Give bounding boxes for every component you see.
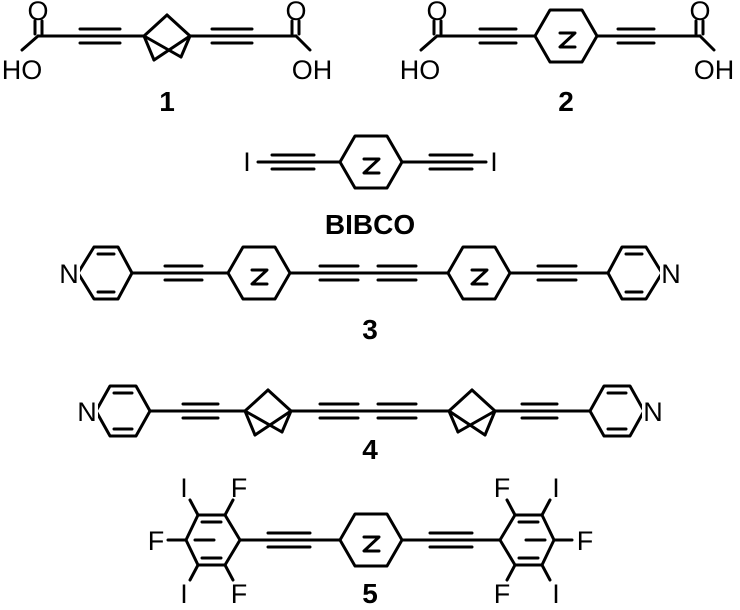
fluorine-atom-label: F xyxy=(494,579,511,609)
compound-bibco: I I BIBCO xyxy=(243,134,498,240)
compound-label: 4 xyxy=(362,434,378,465)
compound-1: O HO O OH 1 xyxy=(2,0,333,117)
compound-label: 1 xyxy=(159,86,175,117)
fluorine-atom-label: F xyxy=(494,473,511,503)
iodine-atom-label: I xyxy=(552,473,560,503)
compound-2: O HO O OH 2 xyxy=(400,0,735,117)
compound-3-bonds xyxy=(76,245,664,301)
nitrogen-atom-label: N xyxy=(59,259,79,289)
compound-2-bonds xyxy=(419,8,716,64)
oxygen-atom-label: O xyxy=(689,0,710,26)
compound-5-bonds xyxy=(166,498,574,582)
compound-4: N N 4 xyxy=(76,384,664,465)
iodine-atom-label: I xyxy=(552,579,560,609)
label-background xyxy=(76,397,98,425)
oxygen-atom-label: O xyxy=(27,0,48,26)
compound-label: 2 xyxy=(558,86,574,117)
iodine-atom-label: I xyxy=(180,473,188,503)
oxygen-atom-label: O xyxy=(285,0,306,26)
compound-label: BIBCO xyxy=(325,209,415,240)
compound-bibco-bonds xyxy=(256,134,488,190)
fluorine-atom-label: F xyxy=(231,579,248,609)
compound-5: I F F I F F I F F I 5 xyxy=(148,473,594,609)
label-background xyxy=(642,397,664,425)
fluorine-atom-label: F xyxy=(577,526,594,556)
compound-1-bonds xyxy=(20,13,312,62)
hydroxyl-label: HO xyxy=(2,55,43,85)
compound-3: N N 3 xyxy=(58,245,682,345)
hydroxyl-label: HO xyxy=(400,55,441,85)
fluorine-atom-label: F xyxy=(231,473,248,503)
hydroxyl-label: OH xyxy=(292,55,333,85)
iodine-atom-label: I xyxy=(490,147,498,177)
nitrogen-atom-label: N xyxy=(643,397,663,427)
nitrogen-atom-label: N xyxy=(661,259,681,289)
oxygen-atom-label: O xyxy=(426,0,447,26)
label-background xyxy=(660,259,682,287)
compound-4-bonds xyxy=(94,384,646,438)
nitrogen-atom-label: N xyxy=(77,397,97,427)
hydroxyl-label: OH xyxy=(694,55,735,85)
iodine-atom-label: I xyxy=(243,147,251,177)
compound-label: 3 xyxy=(362,314,378,345)
fluorine-atom-label: F xyxy=(148,526,165,556)
compound-label: 5 xyxy=(362,578,378,609)
iodine-atom-label: I xyxy=(180,579,188,609)
label-background xyxy=(58,259,80,287)
